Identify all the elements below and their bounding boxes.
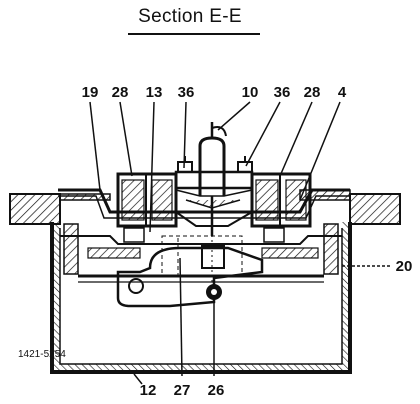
left-flange [9, 193, 111, 225]
right-block [250, 172, 312, 243]
callout-26: 26 [207, 382, 225, 399]
right-flange [299, 189, 401, 225]
left-block [116, 172, 178, 243]
central-valve [174, 122, 254, 236]
drawing-code: 1421-5254 [18, 349, 66, 360]
leader-lines [89, 101, 392, 385]
callout-13: 13 [145, 84, 163, 101]
callout-4: 4 [337, 84, 347, 101]
title-underline [128, 33, 260, 35]
callout-12: 12 [139, 382, 157, 399]
callout-28-left: 28 [111, 84, 129, 101]
inner-shelf [60, 235, 342, 259]
callout-19: 19 [81, 84, 99, 101]
callout-36-right: 36 [273, 84, 291, 101]
section-title: Section E-E [138, 6, 242, 27]
lower-housing [50, 222, 352, 374]
callout-27: 27 [173, 382, 191, 399]
callout-36-left: 36 [177, 84, 195, 101]
cover-plate [58, 188, 350, 219]
callout-28-right: 28 [303, 84, 321, 101]
callout-20: 20 [395, 258, 413, 275]
callout-10: 10 [241, 84, 259, 101]
lever-mechanism [116, 230, 264, 308]
